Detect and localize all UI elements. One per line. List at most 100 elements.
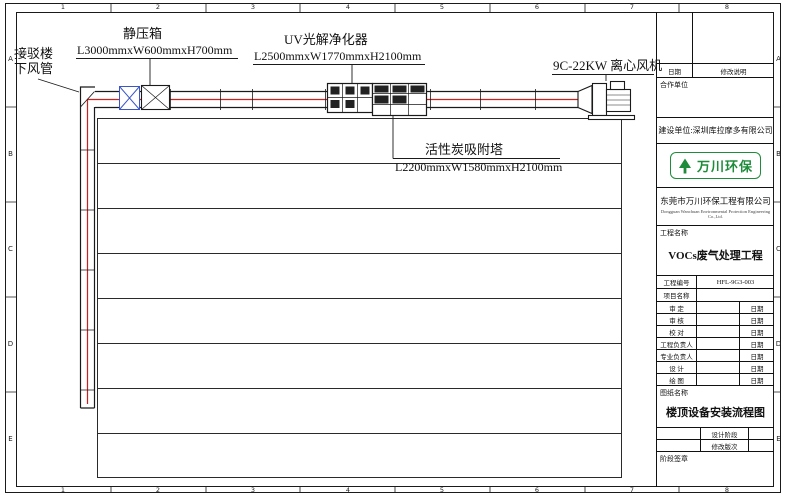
grid-label-bottom: 4 bbox=[345, 486, 351, 494]
logo-text: 万川环保 bbox=[696, 159, 753, 174]
sign-row-signature-space bbox=[697, 302, 740, 313]
seal-label: 阶段签章 bbox=[660, 455, 688, 463]
construction-unit-box: 建设单位:深圳库拉摩多有限公司 bbox=[657, 118, 774, 144]
roof-outline bbox=[97, 118, 622, 478]
partner-unit-label: 合作单位 bbox=[660, 81, 688, 89]
grid-label-bottom: 3 bbox=[250, 486, 256, 494]
sign-row-label: 绘 图 bbox=[657, 374, 697, 385]
riser-duct bbox=[79, 86, 96, 409]
sign-row-signature-space bbox=[697, 314, 740, 325]
grid-label-top: 7 bbox=[629, 3, 635, 11]
sign-row: 校 对 日期 bbox=[657, 326, 774, 338]
sign-row-label: 审 定 bbox=[657, 302, 697, 313]
project-name-label: 工程名称 bbox=[660, 229, 688, 237]
sheet-name-label: 图纸名称 bbox=[660, 389, 688, 397]
stage-label: 设计阶段 bbox=[701, 428, 749, 439]
connect-duct-label-line1: 接驳楼 bbox=[14, 46, 54, 61]
carbon-dims-label: L2200mmxW1580mmxH2100mm bbox=[395, 160, 563, 174]
revision-value-space bbox=[657, 440, 701, 451]
uv-dims-label: L2500mmxW1770mmxH2100mm bbox=[254, 49, 422, 63]
project-item-label: 项目名称 bbox=[657, 289, 697, 301]
revision-row: 修改版次 bbox=[657, 440, 774, 452]
carbon-title-label: 活性炭吸附塔 bbox=[425, 142, 504, 157]
company-name-box: 东莞市万川环保工程有限公司 Dongguan Wanchuan Environm… bbox=[657, 188, 774, 226]
uv-purifier-box bbox=[326, 82, 374, 114]
sign-row-signature-space bbox=[697, 338, 740, 349]
revision-date-column bbox=[657, 12, 693, 63]
leader-lines bbox=[37, 58, 654, 159]
sign-row-date-label: 日期 bbox=[750, 353, 764, 361]
sign-row-label: 设 计 bbox=[657, 362, 697, 373]
grid-label-right: E bbox=[776, 435, 781, 443]
grid-label-bottom: 8 bbox=[724, 486, 730, 494]
project-name-value: VOCs废气处理工程 bbox=[668, 250, 763, 262]
plenum-dims-label: L3000mmxW600mmxH700mm bbox=[77, 43, 233, 57]
revision-table-blank bbox=[657, 12, 774, 64]
sign-row-signature-space bbox=[697, 362, 740, 373]
stage-value-space bbox=[657, 428, 701, 439]
sign-row-label: 审 核 bbox=[657, 314, 697, 325]
grid-label-top: 4 bbox=[345, 3, 351, 11]
revision-label: 修改版次 bbox=[701, 440, 749, 451]
sign-row: 审 核 日期 bbox=[657, 314, 774, 326]
sign-row-date-label: 日期 bbox=[750, 341, 764, 349]
sheet-name-value: 楼顶设备安装流程图 bbox=[666, 407, 765, 419]
fan-assembly bbox=[577, 80, 636, 121]
company-name-en: Dongguan Wanchuan Environmental Protecti… bbox=[660, 208, 771, 219]
connect-duct-label: 接驳楼 下风管 bbox=[14, 46, 54, 76]
grid-label-left: B bbox=[8, 150, 13, 158]
grid-label-bottom: 7 bbox=[629, 486, 635, 494]
construction-unit-text: 建设单位:深圳库拉摩多有限公司 bbox=[658, 126, 773, 135]
company-logo: 万川环保 bbox=[669, 152, 761, 179]
sign-row: 专业负责人 日期 bbox=[657, 350, 774, 362]
grid-label-bottom: 6 bbox=[534, 486, 540, 494]
grid-label-left: E bbox=[8, 435, 13, 443]
grid-label-bottom: 1 bbox=[60, 486, 66, 494]
revision-date-header: 日期 bbox=[657, 64, 693, 77]
grid-label-right: C bbox=[776, 245, 781, 253]
sign-row: 设 计 日期 bbox=[657, 362, 774, 374]
carbon-tower-box bbox=[371, 82, 428, 117]
project-no-value: HFL-9G3-003 bbox=[716, 278, 755, 286]
revision-desc-header: 修改说明 bbox=[720, 68, 747, 76]
grid-label-top: 5 bbox=[439, 3, 445, 11]
grid-label-bottom: 5 bbox=[439, 486, 445, 494]
damper-symbol bbox=[119, 86, 140, 110]
uv-title-label: UV光解净化器 bbox=[284, 32, 368, 47]
plenum-box bbox=[140, 84, 171, 111]
sign-row: 绘 图 日期 bbox=[657, 374, 774, 386]
sign-row-label: 专业负责人 bbox=[657, 350, 697, 361]
grid-label-top: 3 bbox=[250, 3, 256, 11]
grid-label-left: D bbox=[7, 340, 14, 348]
project-item-row: 项目名称 bbox=[657, 289, 774, 302]
grid-label-top: 8 bbox=[724, 3, 730, 11]
grid-label-top: 2 bbox=[155, 3, 161, 11]
partner-unit-box: 合作单位 bbox=[657, 78, 774, 118]
sheet-name-box: 图纸名称 楼顶设备安装流程图 bbox=[657, 386, 774, 428]
sign-row: 工程负责人 日期 bbox=[657, 338, 774, 350]
grid-label-left: C bbox=[8, 245, 13, 253]
grid-label-top: 1 bbox=[60, 3, 66, 11]
grid-label-right: B bbox=[776, 150, 781, 158]
flow-centerline bbox=[86, 98, 585, 404]
logo-box: 万川环保 bbox=[657, 144, 774, 188]
sign-row-date-label: 日期 bbox=[750, 317, 764, 325]
grid-label-right: A bbox=[776, 55, 781, 63]
logo-tree-icon bbox=[678, 158, 691, 173]
company-name-cn: 东莞市万川环保工程有限公司 bbox=[660, 195, 771, 206]
project-name-box: 工程名称 VOCs废气处理工程 bbox=[657, 226, 774, 276]
sign-row-label: 校 对 bbox=[657, 326, 697, 337]
fan-label: 9C-22KW 离心风机 bbox=[553, 58, 663, 73]
title-block: 日期 修改说明 合作单位 建设单位:深圳库拉摩多有限公司 万川环保 东莞市万川环… bbox=[656, 12, 774, 487]
grid-label-right: D bbox=[775, 340, 782, 348]
stage-row: 设计阶段 bbox=[657, 428, 774, 440]
sign-row-date-label: 日期 bbox=[750, 329, 764, 337]
sign-row: 审 定 日期 bbox=[657, 302, 774, 314]
sign-row-signature-space bbox=[697, 374, 740, 385]
sign-row-date-label: 日期 bbox=[750, 365, 764, 373]
project-no-row: 工程编号 HFL-9G3-003 bbox=[657, 276, 774, 289]
revision-table-header: 日期 修改说明 bbox=[657, 64, 774, 78]
frame-borders bbox=[5, 3, 781, 493]
